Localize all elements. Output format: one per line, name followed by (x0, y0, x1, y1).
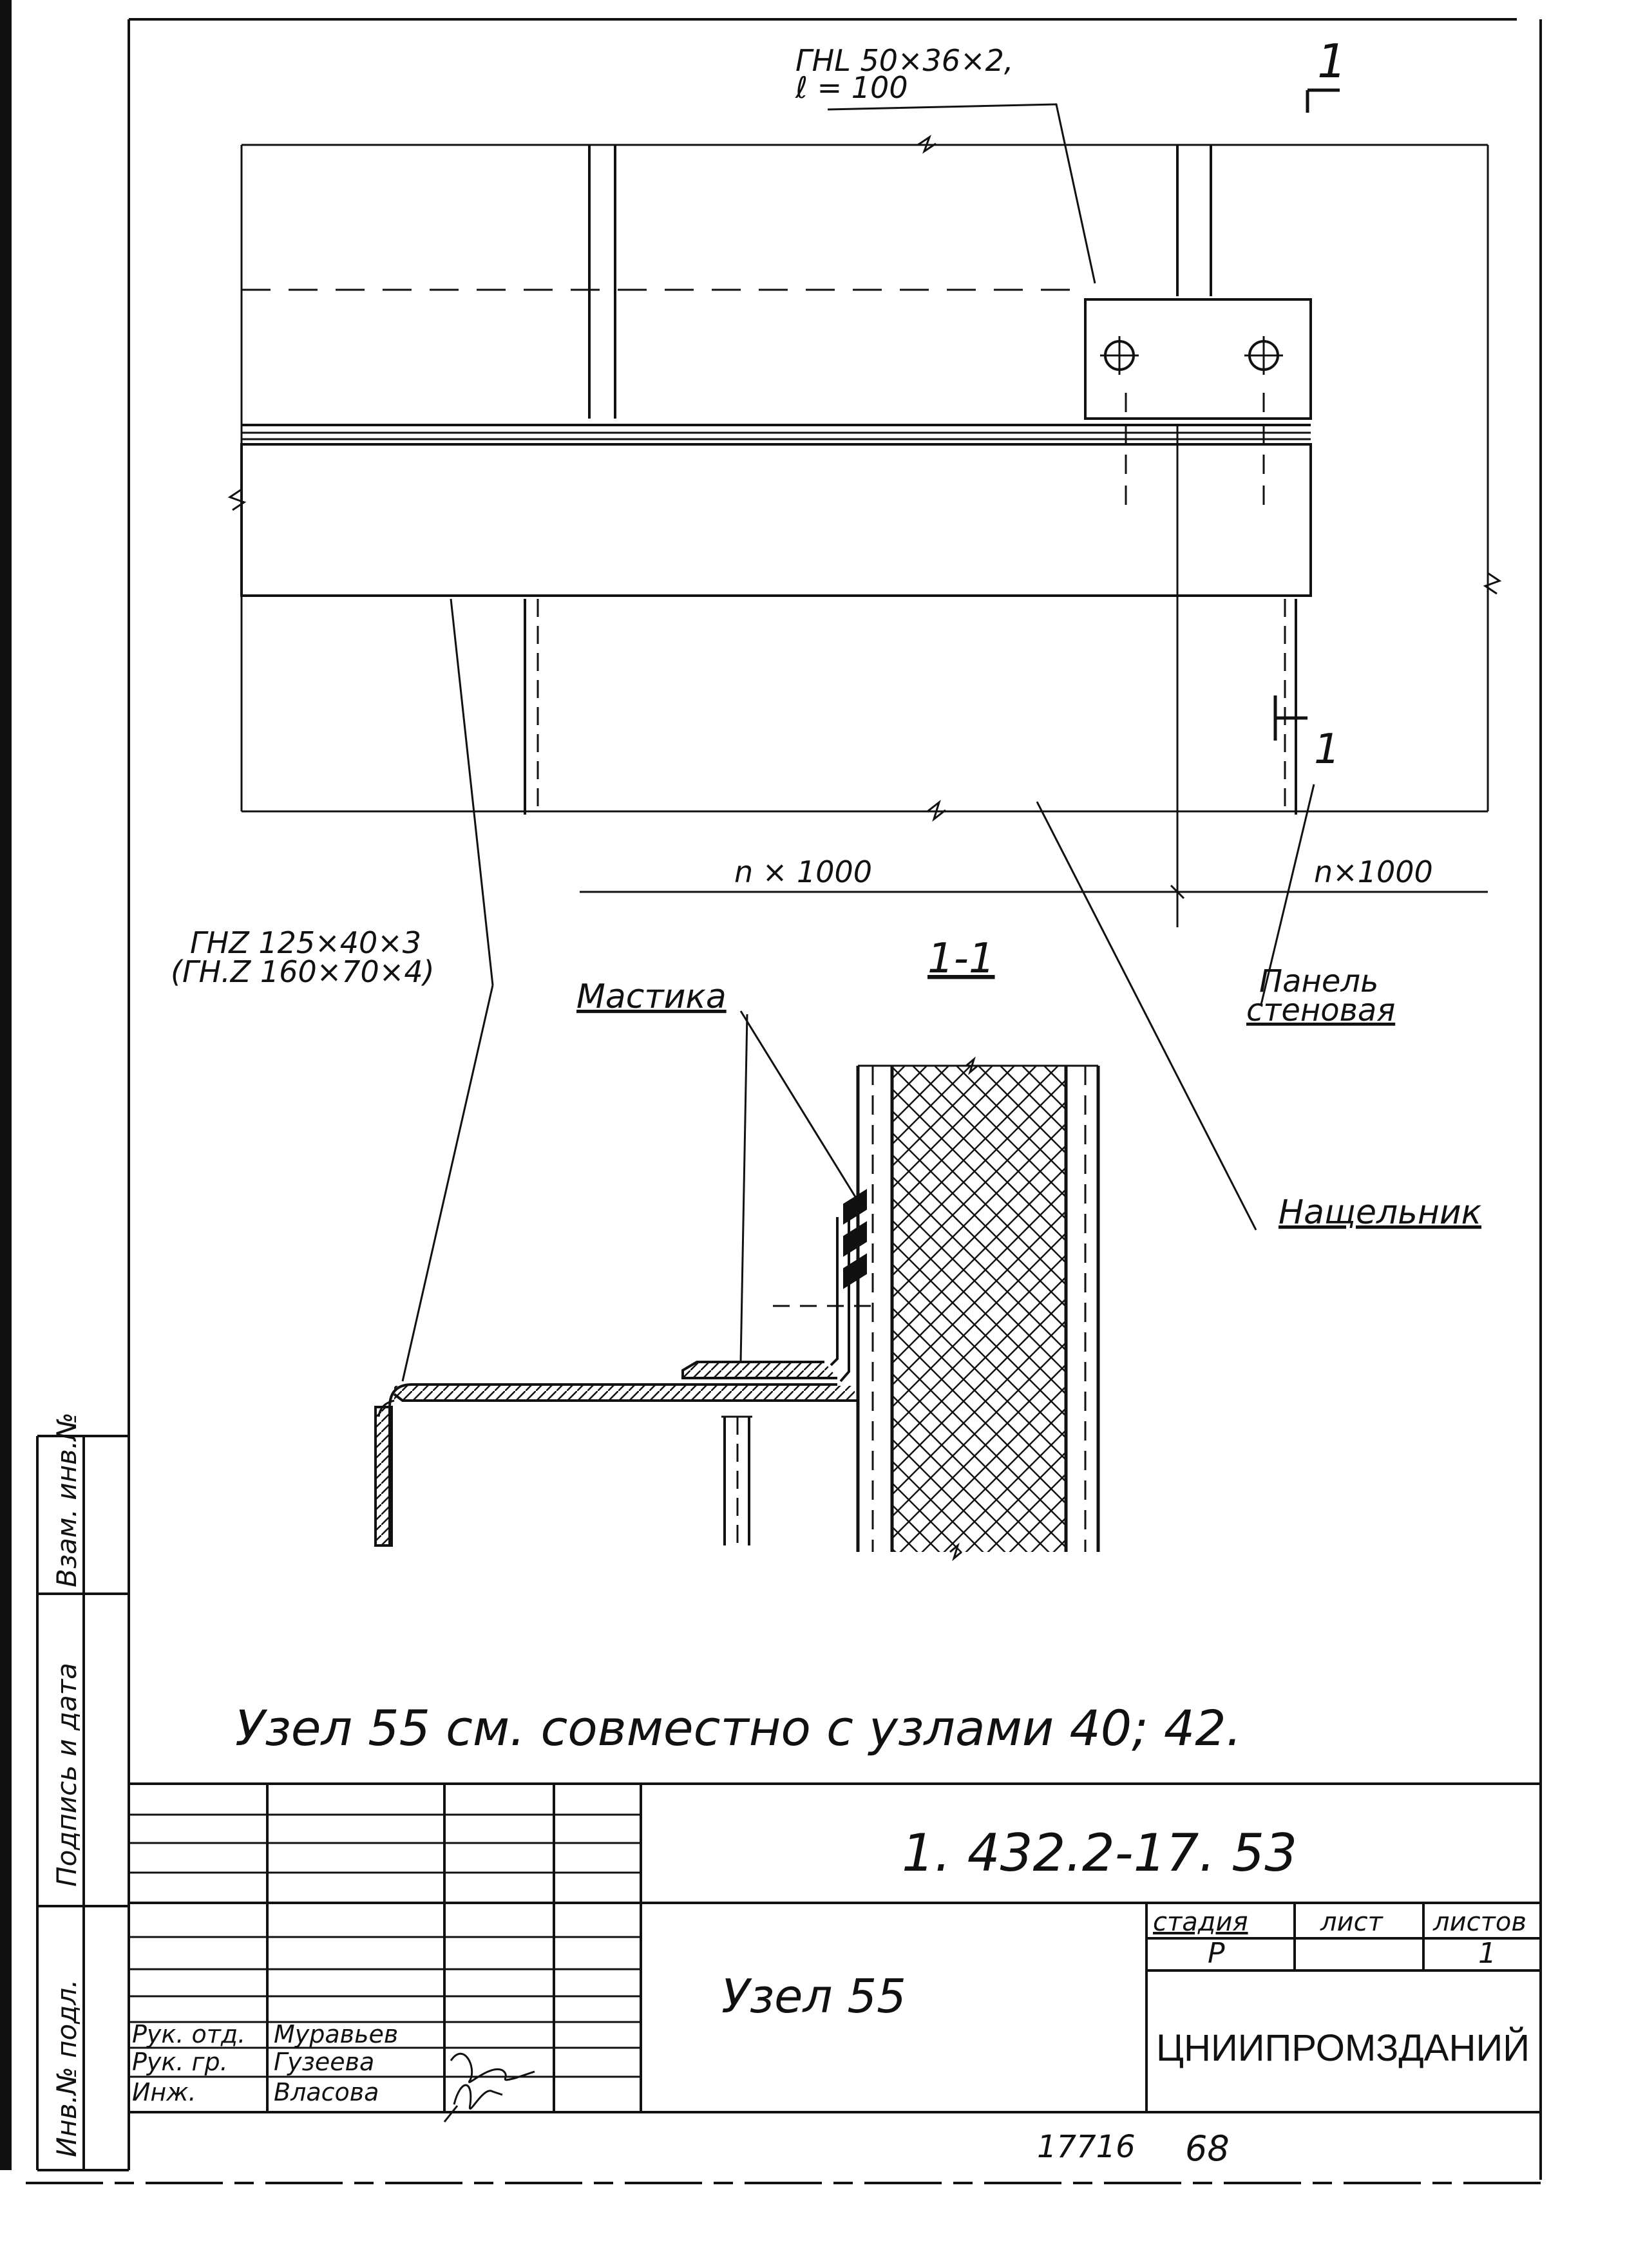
z-profile-label: ГНZ 125×40×3 (190, 925, 421, 960)
drawing-title: Узел 55 (721, 1969, 906, 2023)
dimension-right: n×1000 (1314, 855, 1433, 889)
role-2: Рук. гр. (132, 2048, 228, 2076)
side-stamp-sign-date: Подпись и дата (51, 1663, 82, 1887)
section-title: 1-1 (927, 935, 995, 983)
title-block (129, 1782, 1541, 2113)
binding-edge (0, 0, 12, 2170)
section-1-1 (374, 1056, 1100, 1562)
organization: ЦНИИПРОМЗДАНИЙ (1156, 2027, 1530, 2069)
section-mark-top: 1 (1317, 34, 1347, 88)
assembly-note: Узел 55 см. совместно с узлами 40; 42. (235, 1699, 1242, 1757)
wall-panel-label: Панель (1259, 963, 1378, 999)
mastic-label: Мастика (576, 978, 727, 1016)
name-2: Гузеева (274, 2048, 374, 2076)
col-sheets: листов (1432, 1907, 1526, 1937)
signature-2 (443, 2084, 503, 2122)
col-sheet: лист (1320, 1907, 1384, 1937)
role-1: Рук. отд. (132, 2020, 245, 2048)
angle-length-label: ℓ = 100 (795, 70, 908, 105)
archive-number: 17716 (1037, 2129, 1136, 2165)
z-profile-alt-label: (ГН.Z 160×70×4) (171, 954, 435, 989)
dimension-left: n × 1000 (734, 855, 872, 889)
signature-1 (450, 2052, 535, 2083)
angle-label: ГНL 50×36×2, (795, 43, 1014, 78)
role-3: Инж. (132, 2078, 196, 2106)
stage-value: Р (1208, 1937, 1225, 1970)
side-stamp-inv-orig: Инв.№ подл. (51, 1980, 82, 2157)
col-stage: стадия (1153, 1907, 1248, 1937)
top-view (227, 88, 1502, 927)
side-stamp-inv-dup: Взам. инв.№ (51, 1412, 82, 1587)
sheet-frame (26, 18, 1552, 2184)
name-3: Власова (274, 2078, 379, 2106)
title-block-text: 1. 432.2-17. 53 Узел 55 стадия лист лист… (132, 1823, 1530, 2169)
document-code: 1. 432.2-17. 53 (902, 1823, 1297, 1883)
flashing-label: Нащельник (1279, 1193, 1482, 1232)
sheets-value: 1 (1478, 1937, 1496, 1970)
leader-lines (401, 103, 1315, 1382)
name-1: Муравьев (274, 2020, 398, 2048)
section-mark-side: 1 (1314, 726, 1340, 773)
wall-panel-label-2: стеновая (1246, 992, 1395, 1028)
archive-page: 68 (1185, 2128, 1230, 2169)
labels: ГНL 50×36×2, ℓ = 100 1 1 n × 1000 n×1000… (171, 34, 1482, 1757)
